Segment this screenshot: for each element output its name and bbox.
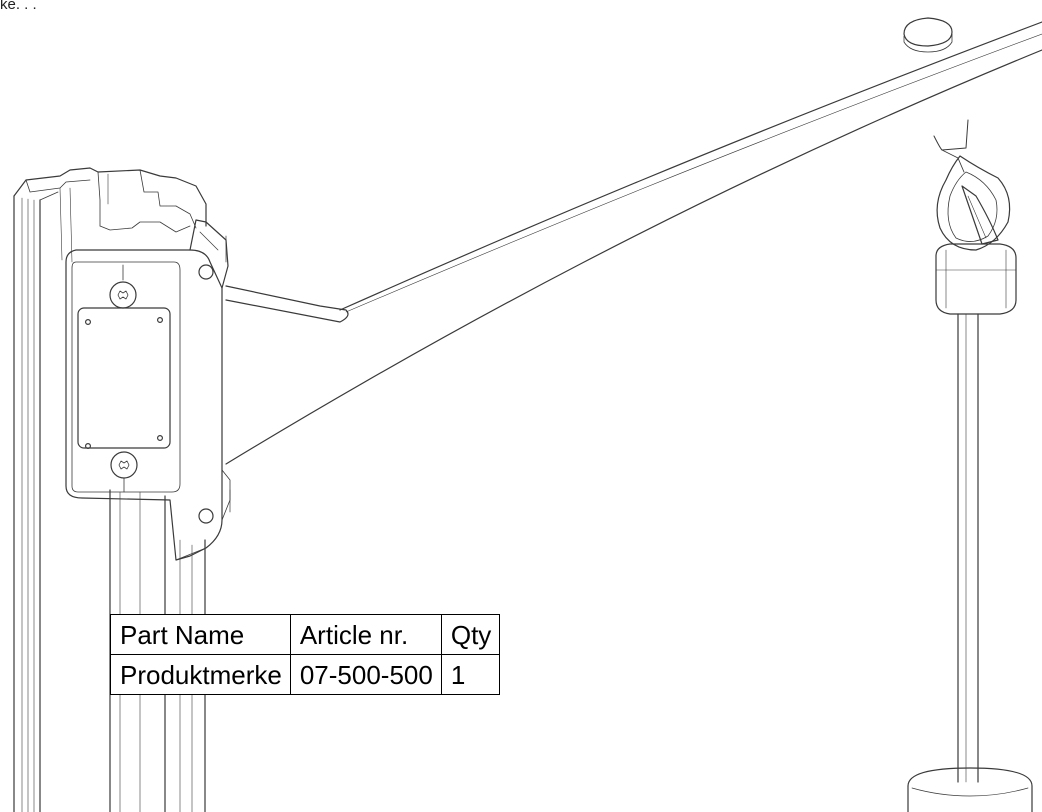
table-row: Produktmerke 07-500-500 1 bbox=[110, 654, 501, 695]
bracket-plate bbox=[65, 219, 231, 561]
curved-arm bbox=[225, 17, 1042, 465]
shackle-ring bbox=[936, 149, 1011, 251]
weight-disc bbox=[907, 767, 1033, 812]
header-qty: Qty bbox=[440, 614, 501, 655]
cropped-top-text: ke. . . bbox=[0, 0, 37, 13]
header-article-nr: Article nr. bbox=[289, 614, 442, 655]
parts-table: Part Name Article nr. Qty Produktmerke 0… bbox=[110, 614, 501, 695]
cell-part-name: Produktmerke bbox=[110, 654, 291, 695]
aluminium-profile-post bbox=[13, 167, 207, 812]
ferrule-sleeve bbox=[935, 243, 1017, 315]
cell-qty: 1 bbox=[440, 654, 501, 695]
cell-article-nr: 07-500-500 bbox=[289, 654, 442, 695]
vertical-wire bbox=[957, 313, 979, 783]
parts-table-header-row: Part Name Article nr. Qty bbox=[110, 614, 501, 655]
nameplate-produktmerke bbox=[77, 307, 171, 450]
header-part-name: Part Name bbox=[110, 614, 291, 655]
